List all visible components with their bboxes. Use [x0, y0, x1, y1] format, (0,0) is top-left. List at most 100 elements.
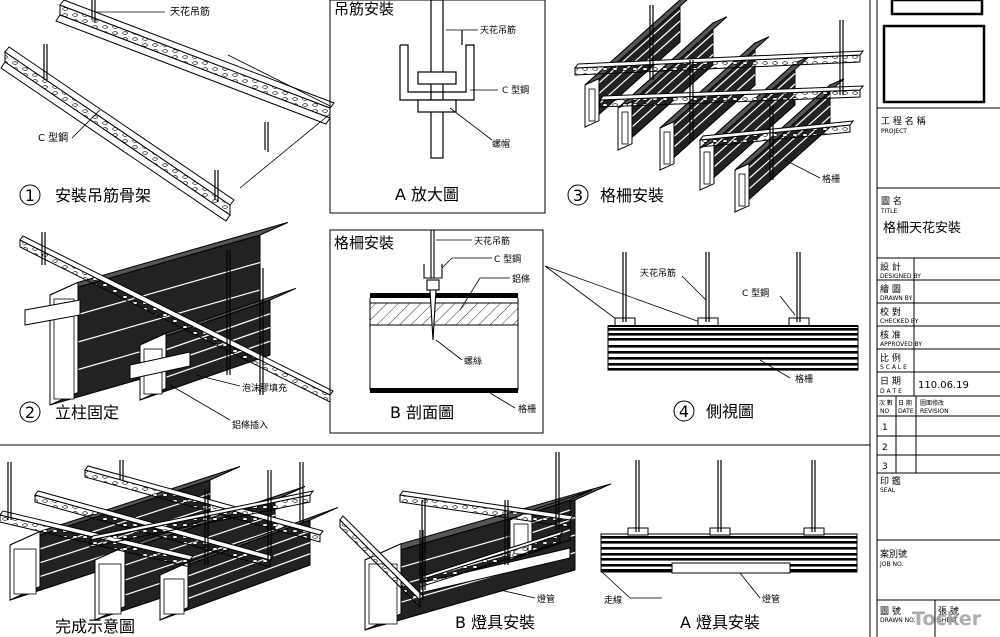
c-channel — [627, 527, 649, 536]
step-number: 2 — [25, 403, 35, 422]
label-grille-3: 格柵 — [822, 173, 840, 185]
tb-rev-row: 1 — [882, 423, 888, 433]
bottom-finished-view: 完成示意圖 — [0, 460, 339, 636]
tb-date-value: 110.06.19 — [918, 380, 969, 391]
panel-3-grille-install: 格柵 3 格柵安裝 — [567, 0, 865, 214]
tb-designed-label: 設 計 — [880, 261, 901, 273]
grille-stripe — [608, 363, 858, 366]
grille-stripe — [608, 357, 858, 360]
tb-seal-label: 印 鑑 — [880, 475, 901, 487]
caption-lamp-a: A 燈具安裝 — [680, 613, 760, 632]
hanger-rods — [635, 460, 816, 532]
tb-rev-desc-label: 圖面修改 — [920, 399, 944, 407]
panel-1-hanger-frame: 天花吊筋 C 型鋼 1 安裝吊筋骨架 — [0, 0, 335, 222]
tb-scale-label-en: S C A L E — [880, 364, 907, 371]
panel-2-post-fixing: 泡沫膠填充 鋁條插入 2 立柱固定 — [19, 221, 334, 431]
tb-title-value: 格柵天花安裝 — [883, 220, 961, 236]
grille-stripe — [601, 536, 857, 539]
grille-end-hole — [98, 563, 122, 615]
panel-b-section: 格柵安裝 天花吊筋 C 型鋼 鋁條 螺絲 格柵 B 剖面圖 — [329, 229, 544, 434]
label-c-steel: C 型鋼 — [38, 131, 68, 144]
tb-title-label: 圖 名 — [881, 195, 902, 207]
title-block: 工 程 名 稱 PROJECT 圖 名 TITLE 格柵天花安裝 設 計 DES… — [877, 0, 1000, 637]
tb-sheet-label-en: SHEET — [938, 617, 958, 624]
label-hanger-rod-4: 天花吊筋 — [640, 267, 676, 279]
panel-4-side-view: 天花吊筋 C 型鋼 格柵 4 側視圖 — [544, 252, 859, 422]
label-wiring: 走線 — [604, 594, 622, 606]
caption-lamp-b: B 燈具安裝 — [455, 613, 535, 632]
step-number-circle — [19, 401, 41, 423]
finished-drawing — [0, 460, 339, 621]
grille-end-hole — [663, 131, 671, 165]
label-aluminum-b: 鋁條 — [512, 273, 530, 285]
label-aluminum-insert: 鋁條插入 — [232, 419, 268, 431]
tb-designed-label-en: DESIGNED BY — [880, 273, 921, 280]
step-number: 1 — [25, 186, 35, 205]
label-hanger-rod-a: 天花吊筋 — [480, 24, 516, 36]
tb-rev-date-label-en: DATE — [898, 408, 914, 415]
label-grille-b: 格柵 — [518, 403, 536, 415]
tb-rev-desc-label-en: REVISION — [920, 408, 949, 415]
caption-a-enlarged: A 放大圖 — [395, 185, 459, 204]
grille-end-hole — [588, 88, 596, 122]
c-channel — [614, 317, 636, 327]
label-lamp-tube-b: 燈管 — [537, 593, 555, 605]
tb-project-label: 工 程 名 稱 — [881, 115, 926, 127]
grille-stripe — [49, 289, 261, 351]
c-channel — [709, 527, 731, 536]
lamp-b-drawing — [339, 452, 612, 631]
label-screw: 螺絲 — [464, 355, 482, 367]
grille-stripe — [601, 553, 857, 556]
label-nut: 螺帽 — [492, 138, 510, 150]
side-view-grille — [607, 317, 859, 371]
hanger-rods — [622, 252, 801, 322]
bottom-lamp-install-a: 走線 燈管 A 燈具安裝 — [600, 460, 858, 632]
aluminum-insert — [129, 351, 191, 380]
tb-date-label: 日 期 — [880, 376, 901, 387]
label-foam-fill: 泡沫膠填充 — [242, 382, 287, 394]
label-grille-4: 格柵 — [795, 373, 813, 385]
label-hanger-rod: 天花吊筋 — [170, 5, 210, 18]
tb-sheet-label: 張 號 — [938, 605, 959, 617]
label-hanger-rod-b: 天花吊筋 — [474, 235, 510, 247]
tb-drawn-label-en: DRAWN BY — [880, 295, 912, 302]
caption-step-1: 安裝吊筋骨架 — [55, 186, 151, 205]
c-channel — [697, 317, 719, 327]
tb-job-label-en: JOB NO. — [879, 561, 903, 568]
grille-stripe — [608, 328, 858, 331]
tb-drawn-label: 繪 圖 — [880, 283, 901, 295]
c-channel-top — [698, 120, 855, 141]
step-number-circle — [19, 184, 41, 206]
grille-stripe — [601, 541, 857, 544]
post-fixing-drawing — [19, 221, 334, 406]
watermark: Tocker — [912, 608, 982, 630]
tb-title-label-en: TITLE — [880, 208, 897, 215]
grille-stripe — [608, 368, 858, 371]
grille-stripe — [608, 345, 858, 348]
caption-step-2: 立柱固定 — [55, 403, 119, 422]
frame-lines — [0, 0, 878, 637]
tb-approved-label-en: APPROVED BY — [880, 341, 922, 348]
grille-stripe — [584, 10, 681, 96]
tb-checked-label: 校 對 — [880, 306, 901, 318]
grille-stripe — [608, 351, 858, 354]
label-c-steel-b: C 型鋼 — [494, 253, 521, 265]
tb-date-label-en: D A T E — [880, 388, 902, 395]
grille-stripe — [9, 493, 211, 560]
panel-b-title: 格柵安裝 — [334, 234, 394, 252]
tb-job-label: 案別號 — [880, 548, 907, 560]
c-channel-top — [399, 490, 574, 521]
c-channel-rails — [573, 5, 865, 180]
step-number: 4 — [679, 402, 689, 421]
step-number-circle — [567, 184, 589, 206]
caption-finished: 完成示意圖 — [55, 617, 135, 636]
tb-project-label-en: PROJECT — [881, 128, 907, 135]
tb-rev-row: 3 — [882, 462, 888, 472]
c-channel-upper — [55, 0, 335, 125]
hanger-rods — [43, 0, 269, 202]
label-lamp-tube-a: 燈管 — [762, 593, 780, 605]
c-channel — [803, 527, 825, 536]
c-channel-top — [88, 490, 315, 541]
tb-rev-date-label: 日 期 — [898, 399, 912, 407]
